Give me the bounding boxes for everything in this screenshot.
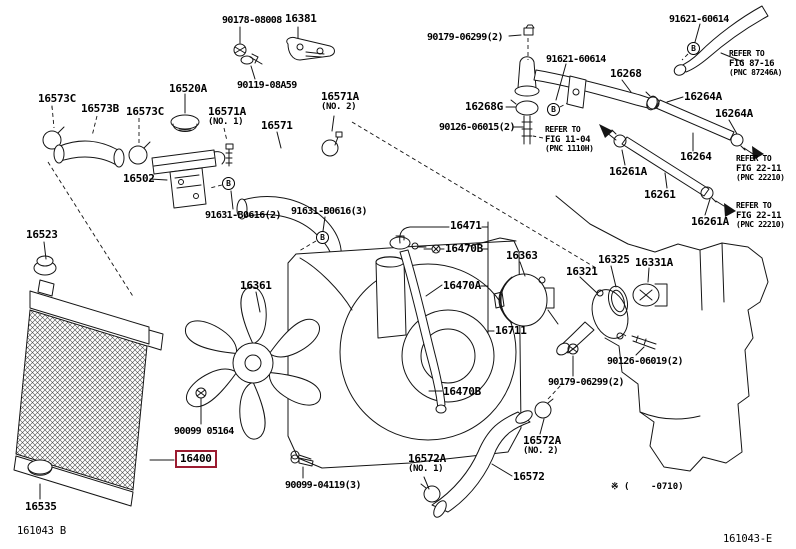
- part-label-16571a-no1[interactable]: 16571A(NO. 1): [208, 105, 246, 128]
- refer-pnc: (PNC 87246A): [729, 68, 782, 78]
- part-label-16571a-no2[interactable]: 16571A(NO. 2): [321, 90, 359, 113]
- fan-shroud-drawing: [287, 237, 522, 469]
- part-label-90126-06019[interactable]: 90126-06019(2): [607, 356, 683, 367]
- part-number: 16572A: [408, 452, 446, 465]
- part-label-16571[interactable]: 16571: [261, 119, 293, 132]
- hose-16264-drawing: [645, 91, 764, 160]
- refer-fig: FIG 22-11: [736, 163, 782, 174]
- part-number: 16571A: [208, 105, 246, 118]
- part-label-16268g[interactable]: 16268G: [465, 100, 503, 113]
- part-label-90099-04119[interactable]: 90099-04119(3): [285, 480, 361, 491]
- part-label-16470a[interactable]: 16470A: [443, 279, 481, 292]
- part-label-16361[interactable]: 16361: [240, 279, 272, 292]
- part-label-16711[interactable]: 16711: [495, 324, 527, 337]
- fastener-mark-b-3: B: [547, 103, 560, 116]
- part-label-16331a[interactable]: 16331A: [635, 256, 673, 269]
- part-label-16261[interactable]: 16261: [644, 188, 676, 201]
- refer-line: REFER TO: [736, 154, 772, 163]
- part-label-91631-b0616-2[interactable]: 91631-B0616(2): [205, 210, 281, 221]
- part-number: 16571A: [321, 90, 359, 103]
- part-label-90179-06299-bottom[interactable]: 90179-06299(2): [548, 377, 624, 388]
- part-label-16261a-1[interactable]: 16261A: [609, 165, 647, 178]
- bypass-pipe-drawing: [510, 24, 658, 145]
- catalog-code-left: 161043 B: [17, 525, 66, 537]
- part-label-16572a-no1[interactable]: 16572A(NO. 1): [408, 452, 446, 475]
- refer-fig: FIG 11-04: [545, 134, 591, 145]
- part-qualifier: (NO. 1): [208, 117, 244, 128]
- refer-line: REFER TO: [729, 49, 765, 58]
- part-label-16572[interactable]: 16572: [513, 470, 545, 483]
- refer-line: REFER TO: [736, 201, 772, 210]
- part-label-90119-08a59[interactable]: 90119-08A59: [237, 80, 297, 91]
- part-label-16470b-upper[interactable]: 16470B: [445, 242, 483, 255]
- refer-fig: FIG 87-16: [729, 58, 775, 69]
- part-qualifier: (NO. 2): [523, 446, 559, 457]
- refer-pnc: (PNC 22210): [736, 220, 785, 230]
- part-label-91621-60614-mid[interactable]: 91621-60614: [546, 54, 606, 65]
- part-label-91621-60614-top[interactable]: 91621-60614: [669, 14, 729, 25]
- lower-hose-drawing: [420, 398, 554, 518]
- catalog-code-right: 161043-E: [723, 533, 772, 545]
- part-label-16573c-2[interactable]: 16573C: [126, 105, 164, 118]
- inlet-hose-group-drawing: [42, 114, 234, 209]
- refer-line: REFER TO: [545, 125, 581, 134]
- part-label-16523[interactable]: 16523: [26, 228, 58, 241]
- reserve-tank-drawing: [375, 235, 447, 414]
- part-label-16264a-2[interactable]: 16264A: [715, 107, 753, 120]
- part-label-16363[interactable]: 16363: [506, 249, 538, 262]
- fan-drawing: [185, 286, 321, 440]
- refer-pnc: (PNC 1110H): [545, 144, 594, 154]
- part-label-90179-06299-top[interactable]: 90179-06299(2): [427, 32, 503, 43]
- leader-lines: [39, 23, 738, 500]
- part-label-16400-selected[interactable]: 16400: [175, 450, 217, 468]
- part-qualifier: (NO. 2): [321, 102, 357, 113]
- part-label-16321[interactable]: 16321: [566, 265, 598, 278]
- part-qualifier: (NO. 1): [408, 464, 444, 475]
- part-label-16572a-no2[interactable]: 16572A(NO. 2): [523, 434, 561, 457]
- part-label-16325[interactable]: 16325: [598, 253, 630, 266]
- part-label-16268[interactable]: 16268: [610, 67, 642, 80]
- part-label-16470b-lower[interactable]: 16470B: [443, 385, 481, 398]
- part-label-16502[interactable]: 16502: [123, 172, 155, 185]
- heater-hose-top-drawing: [673, 5, 769, 76]
- part-label-16261a-2[interactable]: 16261A: [691, 215, 729, 228]
- part-label-90099-05164[interactable]: 90099 05164: [174, 426, 234, 437]
- part-label-16381[interactable]: 16381: [285, 12, 317, 25]
- part-label-90178-08008[interactable]: 90178-08008: [222, 15, 282, 26]
- part-label-16535[interactable]: 16535: [25, 500, 57, 513]
- part-label-16573c-1[interactable]: 16573C: [38, 92, 76, 105]
- water-inlet-thermostat-drawing: [556, 283, 668, 356]
- engine-outline-drawing: [539, 195, 769, 472]
- hose-16261-drawing: [599, 124, 736, 217]
- applicability-note: ※ ( -0710): [611, 482, 684, 492]
- part-label-16573b[interactable]: 16573B: [81, 102, 119, 115]
- part-label-16520a[interactable]: 16520A: [169, 82, 207, 95]
- radiator-drawing: [13, 255, 164, 507]
- bracket-16381-drawing: [233, 37, 335, 65]
- fastener-mark-b-2: B: [316, 231, 329, 244]
- bolt-90099-04119-drawing: [290, 454, 314, 467]
- refer-fig: FIG 22-11: [736, 210, 782, 221]
- part-number: 16572A: [523, 434, 561, 447]
- refer-pnc: (PNC 22210): [736, 173, 785, 183]
- part-label-16264[interactable]: 16264: [680, 150, 712, 163]
- part-label-91631-b0616-3[interactable]: 91631-B0616(3): [291, 206, 367, 217]
- fastener-mark-b-1: B: [222, 177, 235, 190]
- part-label-16471[interactable]: 16471: [450, 219, 482, 232]
- part-label-16264a-1[interactable]: 16264A: [684, 90, 722, 103]
- fastener-mark-b-4: B: [687, 42, 700, 55]
- part-label-90126-06015[interactable]: 90126-06015(2): [439, 122, 515, 133]
